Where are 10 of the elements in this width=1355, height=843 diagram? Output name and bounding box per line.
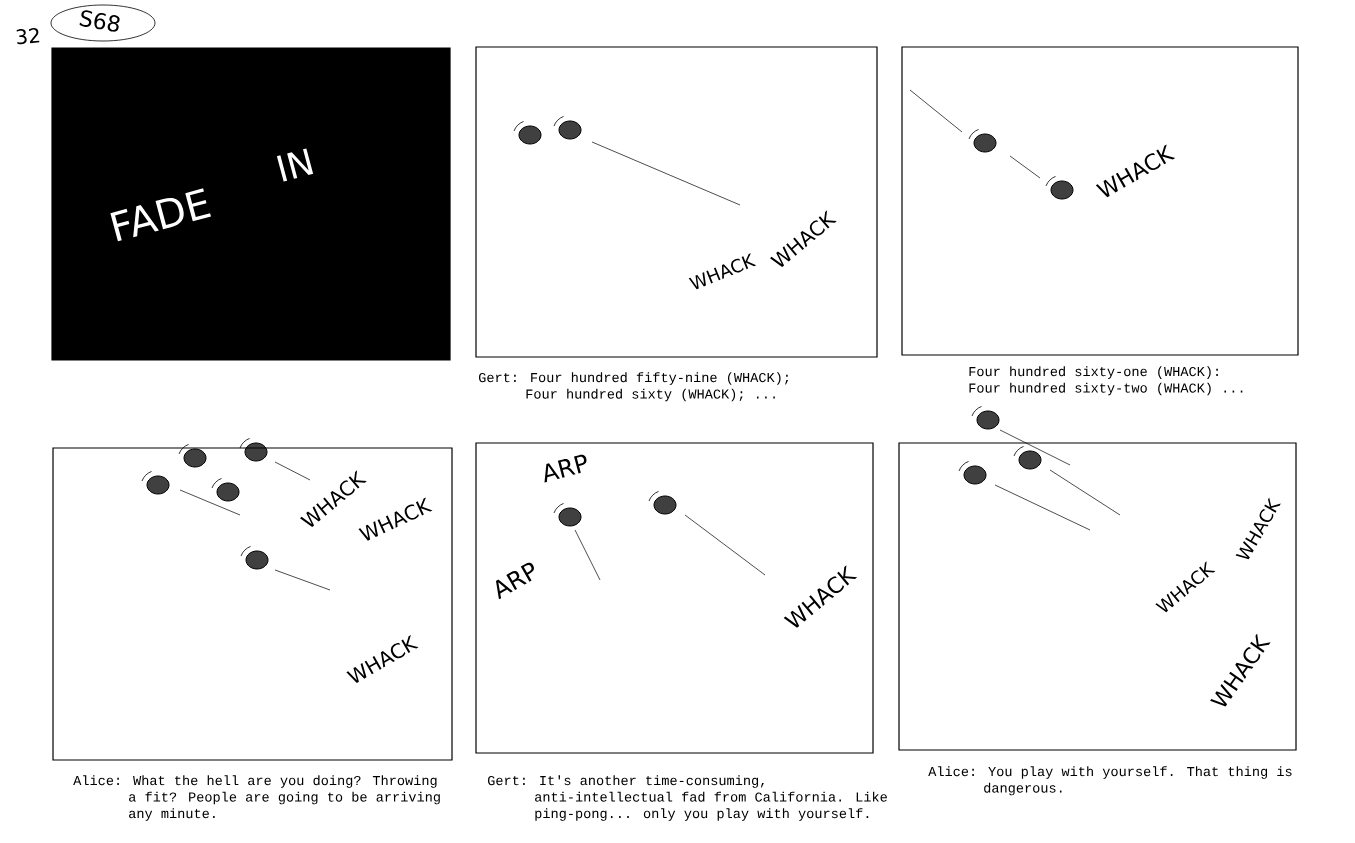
sound-effect-text: FADE bbox=[110, 188, 211, 242]
dialogue-caption: Alice: You play with yourself. That thing is dangerous. bbox=[928, 766, 1292, 796]
sound-effect-text: ARP bbox=[544, 454, 587, 483]
dialogue-caption: Four hundred sixty-one (WHACK): Four hundred sixty-two (WHACK) ... bbox=[969, 366, 1243, 396]
sound-effect-text: IN bbox=[276, 148, 314, 182]
dialogue-caption: Alice: What the hell are you doing? Throwing a fit? People are going to be arriving any minute. bbox=[73, 775, 440, 821]
dialogue-caption: Gert: Four hundred fifty-nine (WHACK); Four hundred sixty (WHACK); ... bbox=[478, 372, 789, 402]
dialogue-caption: Gert: It's another time-consuming, anti-intellectual fad from California. Like ping-pong... only you play with yourself. bbox=[487, 775, 887, 821]
sound-effect-text: ARP bbox=[496, 562, 534, 600]
page-number: 32 bbox=[16, 27, 40, 45]
